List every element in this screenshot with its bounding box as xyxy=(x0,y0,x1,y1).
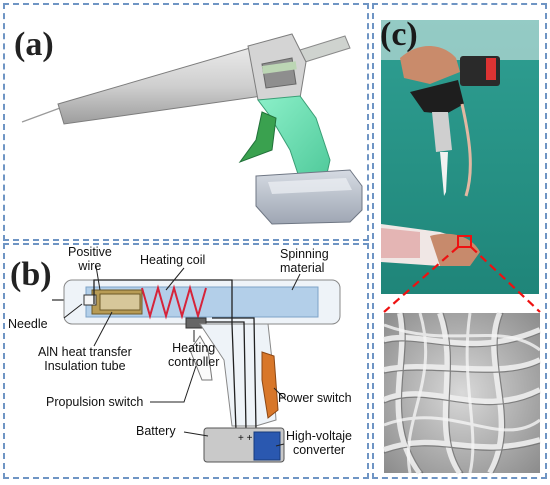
label-needle: Needle xyxy=(8,317,48,331)
panel-c-label: (c) xyxy=(380,16,418,53)
label-power-switch: Power switch xyxy=(278,391,352,405)
label-spinning-material: Spinning material xyxy=(280,247,329,275)
panel-c-frame xyxy=(372,3,547,479)
label-propulsion-switch: Propulsion switch xyxy=(46,395,144,409)
panel-a-glue-gun xyxy=(21,33,363,225)
panel-b-label: (b) xyxy=(10,256,52,293)
label-polarity: + + xyxy=(238,433,253,444)
panel-a-frame xyxy=(3,3,369,241)
panel-b-schematic xyxy=(52,265,341,463)
label-positive-wire: Positive wire xyxy=(68,245,112,273)
label-aln-tube: AlN heat transfer Insulation tube xyxy=(38,345,132,373)
panel-b-frame xyxy=(3,243,369,479)
label-converter: High-voltaje converter xyxy=(286,429,353,457)
label-heating-coil: Heating coil xyxy=(140,253,206,267)
label-heating-controller: Heating controller xyxy=(168,341,220,369)
label-battery: Battery xyxy=(136,424,176,438)
panel-c-photos xyxy=(381,20,542,475)
panel-a-label: (a) xyxy=(14,26,54,63)
